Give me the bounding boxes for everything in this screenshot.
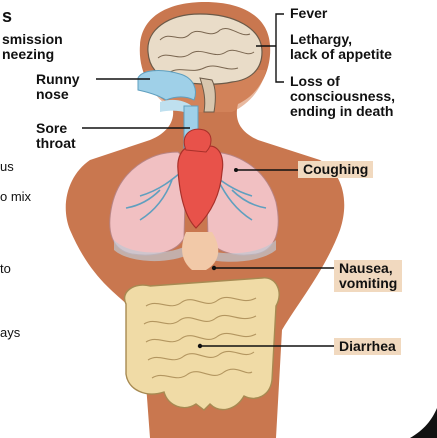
lethargy-line-1: Lethargy,	[290, 32, 392, 47]
aorta	[184, 129, 211, 152]
page-corner-curl	[410, 408, 437, 438]
fever-bracket	[276, 14, 284, 82]
stomach	[182, 232, 218, 270]
sore-throat-line-1: Sore	[36, 121, 76, 136]
nausea-label: Nausea, vomiting	[334, 260, 402, 292]
runny-nose-line-1: Runny	[36, 72, 80, 87]
sore-throat-label: Sore throat	[36, 121, 76, 151]
transmission-line-1: smission	[2, 32, 63, 47]
lethargy-line-2: lack of appetite	[290, 47, 392, 62]
cut-fragment-4: ays	[0, 326, 20, 340]
lethargy-label: Lethargy, lack of appetite	[290, 32, 392, 62]
loss-of-consciousness-label: Loss of consciousness, ending in death	[290, 74, 395, 119]
diarrhea-label: Diarrhea	[334, 338, 401, 355]
large-intestine	[125, 278, 280, 410]
loss-line-2: consciousness,	[290, 89, 395, 104]
cut-fragment-1: us	[0, 160, 14, 174]
sore-throat-line-2: throat	[36, 136, 76, 151]
cut-fragment-3: to	[0, 262, 11, 276]
fever-label: Fever	[290, 6, 327, 21]
left-heading-fragment: s	[2, 6, 12, 26]
runny-nose-line-2: nose	[36, 87, 80, 102]
loss-line-1: Loss of	[290, 74, 395, 89]
transmission-line-2: neezing	[2, 47, 63, 62]
cut-fragment-2: o mix	[0, 190, 31, 204]
runny-nose-label: Runny nose	[36, 72, 80, 102]
transmission-text: smission neezing	[2, 32, 63, 62]
nausea-line-1: Nausea,	[339, 261, 397, 276]
coughing-label: Coughing	[298, 161, 373, 178]
loss-line-3: ending in death	[290, 104, 395, 119]
nausea-line-2: vomiting	[339, 276, 397, 291]
